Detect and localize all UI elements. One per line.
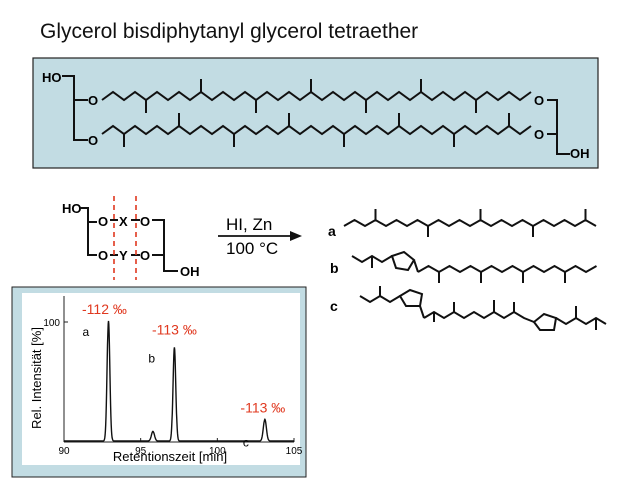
page-title: Glycerol bisdiphytanyl glycerol tetraeth… bbox=[40, 20, 419, 43]
scheme-oh-label: OH bbox=[180, 264, 200, 279]
chromatogram-panel: 90 95 100 105 100 a -112 ‰ b -113 ‰ c -113 ‰ Rete… bbox=[11, 286, 307, 478]
structure-ho-label: HO bbox=[42, 70, 62, 85]
scheme-o-label: O bbox=[98, 248, 108, 263]
tetraether-structure-panel: HO OH O O O O bbox=[32, 57, 599, 169]
structure-oh-label: OH bbox=[570, 146, 590, 161]
structure-o-label: O bbox=[88, 93, 98, 108]
product-c-structure bbox=[359, 286, 607, 331]
x-tick-label: 105 bbox=[286, 446, 303, 457]
chromatogram-plot-bg bbox=[22, 293, 300, 465]
reagent-label: HI, Zn bbox=[226, 215, 272, 234]
scheme-bonds bbox=[80, 207, 178, 272]
chromatogram-axes bbox=[63, 296, 294, 443]
peak-label-a: a bbox=[82, 325, 89, 339]
peak-label-c: c bbox=[243, 435, 249, 449]
phytanyl-branches-bottom bbox=[123, 113, 510, 147]
generic-tetraether-scheme: HO OH O O O O X Y bbox=[62, 196, 200, 280]
structure-o-label: O bbox=[88, 133, 98, 148]
scheme-y-label: Y bbox=[119, 248, 128, 263]
reaction-arrow: HI, Zn 100 °C bbox=[218, 215, 302, 258]
phytanyl-chain-bottom bbox=[101, 124, 532, 136]
product-a-branches bbox=[374, 209, 587, 237]
product-c-label: c bbox=[330, 298, 338, 314]
arrow-head-icon bbox=[290, 231, 302, 241]
product-b-structure bbox=[351, 250, 419, 273]
scheme-o-label: O bbox=[98, 214, 108, 229]
peak-value-c: -113 ‰ bbox=[240, 399, 285, 415]
product-b-chain bbox=[417, 264, 597, 274]
structure-o-label: O bbox=[534, 93, 544, 108]
y-axis-label: Rel. Intensität [%] bbox=[29, 327, 44, 429]
scheme-x-label: X bbox=[119, 214, 128, 229]
scheme-o-label: O bbox=[140, 248, 150, 263]
phytanyl-branches-top bbox=[145, 79, 477, 113]
structure-panel-bg bbox=[32, 57, 599, 169]
x-tick-label: 90 bbox=[58, 446, 70, 457]
scheme-ho-label: HO bbox=[62, 201, 82, 216]
x-tick-label: 95 bbox=[135, 446, 147, 457]
peak-value-a: -112 ‰ bbox=[82, 301, 127, 317]
x-axis-label: Retentionszeit [min] bbox=[113, 449, 227, 464]
y-tick-label: 100 bbox=[43, 318, 60, 329]
chromatogram-peak-labels: a -112 ‰ b -113 ‰ c -113 ‰ bbox=[82, 301, 285, 449]
peak-label-b: b bbox=[148, 351, 155, 365]
product-b-branches bbox=[438, 272, 566, 283]
product-a-chain bbox=[343, 218, 597, 228]
glycerol-right bbox=[547, 99, 570, 155]
x-tick-label: 100 bbox=[209, 446, 226, 457]
product-a-label: a bbox=[328, 223, 336, 239]
product-b-label: b bbox=[330, 260, 339, 276]
peak-value-b: -113 ‰ bbox=[152, 321, 197, 337]
phytanyl-chain-top bbox=[101, 90, 532, 102]
chromatogram-trace bbox=[64, 320, 294, 442]
scheme-o-label: O bbox=[140, 214, 150, 229]
glycerol-left bbox=[62, 75, 88, 141]
condition-label: 100 °C bbox=[226, 239, 278, 258]
structure-o-label: O bbox=[534, 127, 544, 142]
products: a b c bbox=[328, 209, 607, 331]
